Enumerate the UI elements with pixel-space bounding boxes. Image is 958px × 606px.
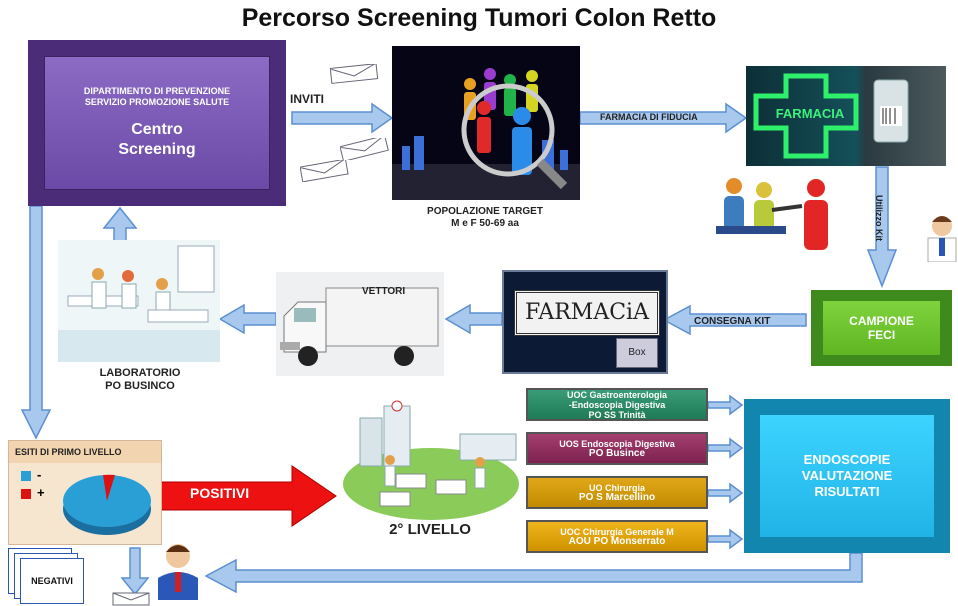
- label-inviti: INVITI: [290, 92, 325, 106]
- unit3-line1: UO Chirurgia: [588, 482, 645, 493]
- legend-positive-symbol: +: [37, 485, 45, 500]
- centro-name1: Centro: [131, 121, 183, 138]
- popolazione-line1: POPOLAZIONE TARGET: [427, 206, 543, 217]
- arrow-unit1: [707, 394, 744, 416]
- vettori-label: VETTORI: [362, 286, 406, 297]
- unit2-line2: PO Busince: [588, 447, 646, 459]
- pharmacy-box-image: FARMACiA Box: [502, 270, 668, 374]
- unit1-line3: PO SS Trinità: [588, 409, 646, 420]
- negativi-stack: NEGATIVI: [8, 548, 92, 606]
- legend-negative-swatch: [21, 471, 31, 481]
- hospital-image: [340, 400, 522, 522]
- envelope-icon: [340, 138, 389, 160]
- laboratory-icon: [58, 245, 220, 362]
- unit-chirurgia-marcellino: UO Chirurgia PO S Marcellino: [526, 476, 708, 509]
- campione-feci-box: CAMPIONE FECI: [811, 290, 952, 366]
- centro-name2: Screening: [118, 141, 196, 158]
- esiti-header: ESITI DI PRIMO LIVELLO: [9, 441, 161, 463]
- legend-negative-symbol: -: [37, 467, 42, 482]
- arrow-farmacia-fiducia: [579, 102, 748, 134]
- label-consegna-kit: CONSEGNA KIT: [694, 316, 771, 327]
- centro-line2: SERVIZIO PROMOZIONE SALUTE: [84, 97, 230, 107]
- endoscopie-box: ENDOSCOPIE VALUTAZIONE RISULTATI: [744, 399, 950, 553]
- pharmacy-sign-text: FARMACIA: [775, 106, 845, 121]
- envelope-icon: [112, 592, 150, 606]
- esiti-primo-livello-panel: ESITI DI PRIMO LIVELLO - +: [8, 440, 162, 545]
- envelope-icon: [300, 160, 349, 182]
- magnifier-icon: [461, 83, 555, 177]
- pharmacy-cross-icon: [753, 73, 909, 159]
- arrow-positivi: [157, 465, 337, 527]
- unit-endoscopia-digestiva: UOS Endoscopia Digestiva PO Busince: [526, 432, 708, 465]
- popolazione-line2: M e F 50-69 aa: [451, 218, 519, 229]
- unit1-line2: -Endoscopia Digestiva: [568, 399, 666, 410]
- endoscopie-line2: VALUTAZIONE: [801, 468, 893, 483]
- arrow-consegna-kit: [662, 304, 807, 336]
- campione-line1: CAMPIONE: [849, 314, 914, 328]
- laboratorio-line1: LABORATORIO: [99, 367, 181, 379]
- pharmacy-photo: FARMACIA: [746, 66, 946, 166]
- centro-line1: DIPARTIMENTO DI PREVENZIONE: [83, 86, 231, 96]
- population-image: [392, 46, 580, 200]
- endoscopie-line1: ENDOSCOPIE: [803, 452, 891, 467]
- arrow-return: [204, 552, 863, 594]
- hospital-icon: [343, 400, 519, 520]
- patient-icon: [158, 544, 198, 600]
- legend-positive-swatch: [21, 489, 31, 499]
- endoscopie-line3: RISULTATI: [814, 484, 880, 499]
- arrow-unit2: [707, 437, 744, 459]
- diagram-title: Percorso Screening Tumori Colon Retto: [241, 4, 717, 32]
- pie-chart-icon: [63, 474, 151, 535]
- laboratory-image: [58, 240, 220, 362]
- label-farmacia-fiducia: FARMACIA DI FIDUCIA: [600, 112, 698, 122]
- arrow-negativi: [120, 547, 150, 596]
- unit4-line1: UOC Chirurgia Generale M: [560, 526, 674, 537]
- label-utilizzo-kit: Utilizzo Kit: [874, 195, 884, 241]
- envelope-icon: [330, 64, 379, 84]
- laboratorio-line2: PO BUSINCO: [105, 380, 175, 392]
- pharmacy-box-sign: FARMACiA: [514, 290, 660, 336]
- centro-screening-box: DIPARTIMENTO DI PREVENZIONE SERVIZIO PRO…: [28, 40, 286, 206]
- unit2-line1: UOS Endoscopia Digestiva: [559, 438, 675, 449]
- people-icon: [392, 68, 580, 200]
- unit-gastroenterologia: UOC Gastroenterologia -Endoscopia Digest…: [526, 388, 708, 421]
- pharmacist-icon: [716, 178, 828, 250]
- unit1-line1: UOC Gastroenterologia: [566, 389, 667, 400]
- unit-chirurgia-generale: UOC Chirurgia Generale M AOU PO Monserra…: [526, 520, 708, 553]
- arrow-utilizzo-kit: [866, 166, 898, 289]
- arrow-to-laboratorio: [218, 303, 277, 335]
- truck-icon: [280, 287, 439, 366]
- negativi-label: NEGATIVI: [31, 576, 73, 586]
- truck-photo: VETTORI: [276, 272, 444, 376]
- doctor-icon: [927, 216, 957, 262]
- arrow-to-esiti: [20, 205, 52, 440]
- box-label: Box: [616, 338, 658, 368]
- arrow-unit3: [707, 482, 744, 504]
- secondo-livello-label: 2° LIVELLO: [389, 521, 471, 538]
- unit3-line2: PO S Marcellino: [578, 491, 656, 503]
- campione-line2: FECI: [867, 328, 896, 342]
- arrow-inviti: [291, 102, 394, 134]
- label-positivi: POSITIVI: [190, 485, 250, 501]
- arrow-to-vettori: [444, 303, 503, 335]
- unit4-line2: AOU PO Monserrato: [568, 535, 666, 547]
- arrow-to-centro: [102, 206, 138, 245]
- arrow-unit4: [707, 528, 744, 550]
